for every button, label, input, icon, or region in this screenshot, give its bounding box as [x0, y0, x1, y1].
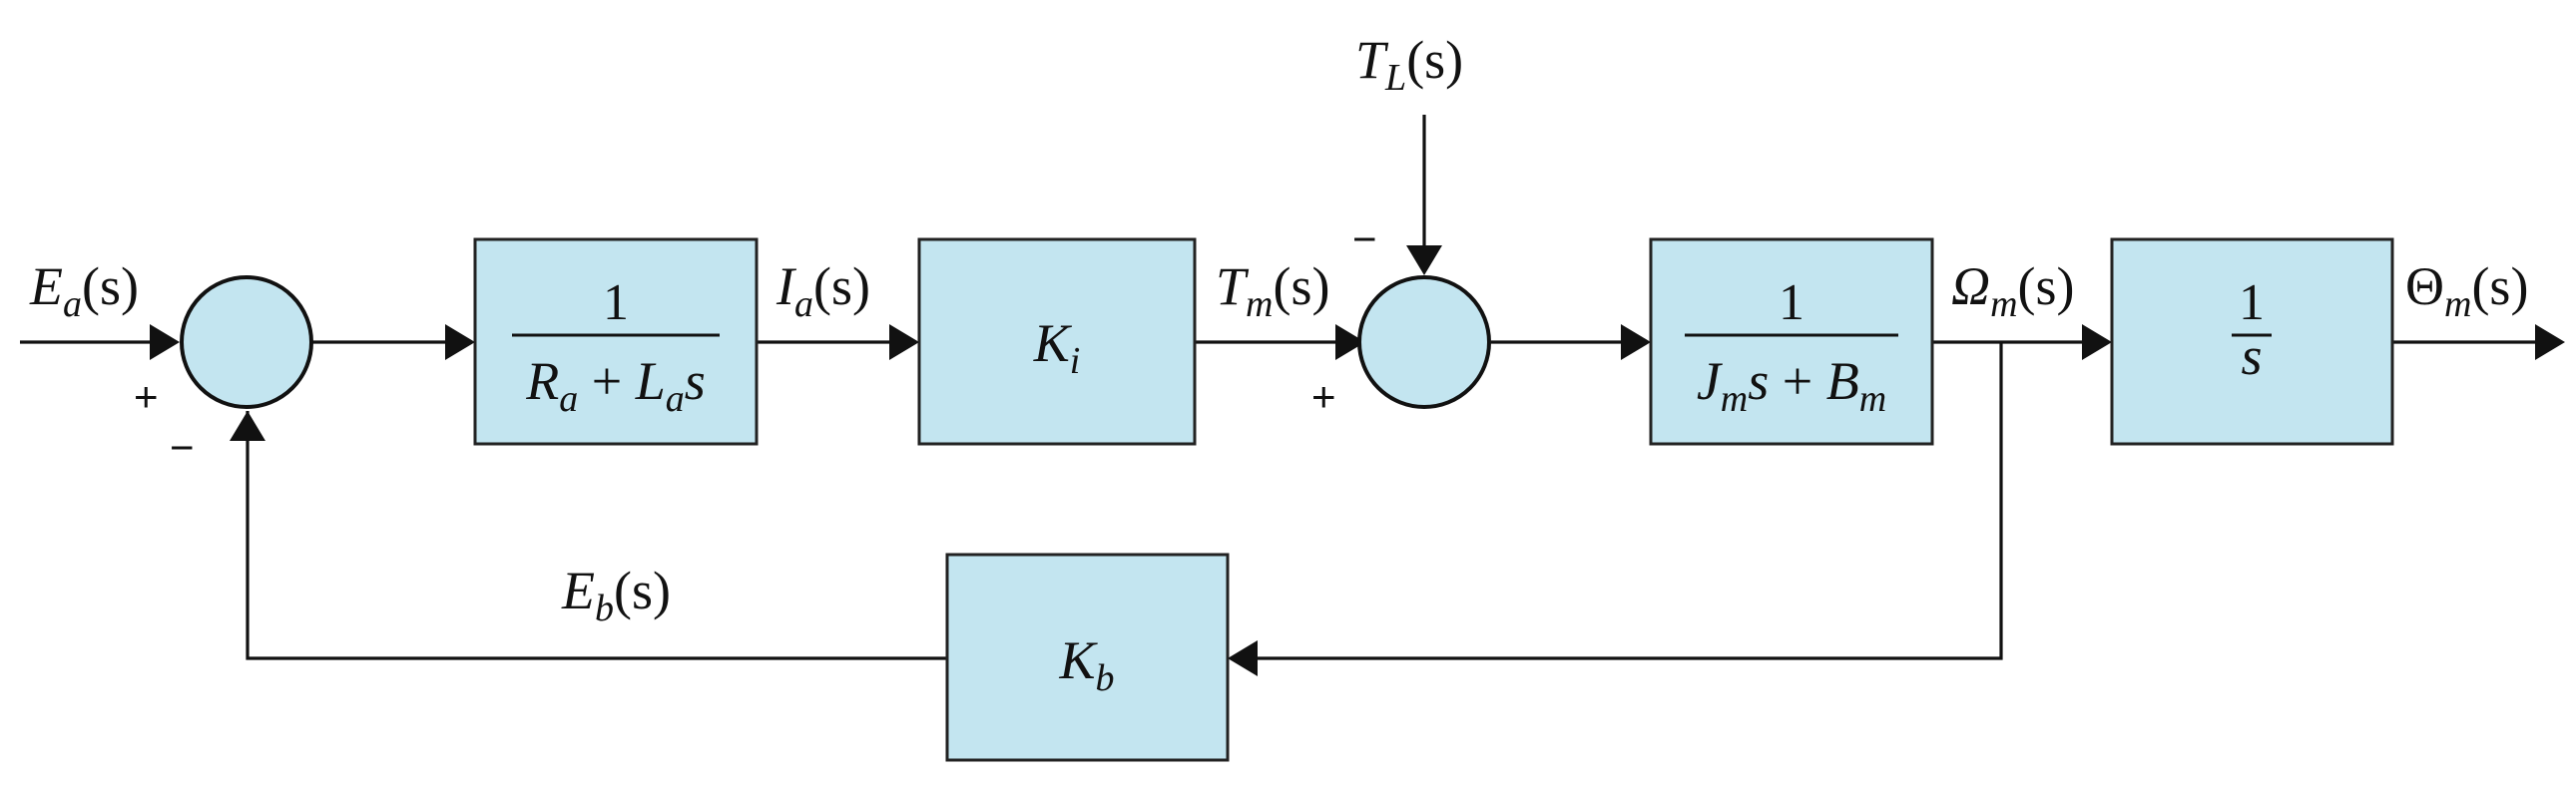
- arrowhead-integrator: [2082, 324, 2112, 360]
- signal-label-speed: Ωm(s): [1951, 256, 2075, 325]
- back-emf-block: [945, 553, 1230, 762]
- wire-feedback-tap: [1234, 342, 2003, 660]
- arrowhead-armature: [445, 324, 475, 360]
- arrowhead-sum2: [1335, 324, 1365, 360]
- sum2-minus-sign: −: [1352, 215, 1377, 262]
- mechanical-denominator: Jms + Bm: [1697, 351, 1886, 420]
- integrator-numerator: 1: [2239, 274, 2265, 331]
- mechanical-numerator: 1: [1779, 274, 1804, 331]
- armature-numerator: 1: [603, 274, 629, 331]
- arrowhead-input: [150, 324, 180, 360]
- signal-label-input: Ea(s): [29, 256, 139, 325]
- arrowhead-mechanical: [1621, 324, 1651, 360]
- integrator-block: [2110, 237, 2394, 446]
- arrowhead-load-torque: [1406, 245, 1442, 275]
- mechanical-transfer-function: 1 Jms + Bm: [1685, 274, 1898, 420]
- signal-label-motor-torque: Tm(s): [1216, 256, 1329, 325]
- signal-label-back-emf: Eb(s): [561, 561, 671, 629]
- sum1-plus-sign: +: [134, 373, 159, 420]
- torque-constant-label: Ki: [1033, 313, 1081, 382]
- signal-label-load-torque: TL(s): [1355, 30, 1463, 99]
- armature-denominator: Ra + Las: [525, 351, 706, 420]
- sum1-minus-sign: −: [170, 424, 195, 471]
- summing-junction-1: [180, 275, 313, 409]
- wire-feedback-return: [246, 411, 947, 660]
- back-emf-constant-label: Kb: [1058, 630, 1114, 699]
- summing-junction-2: [1357, 275, 1491, 409]
- arrowhead-sum1-feedback: [230, 411, 265, 441]
- mechanical-block: [1649, 237, 1934, 446]
- arrowhead-output: [2535, 324, 2565, 360]
- torque-constant-block: [917, 237, 1197, 446]
- armature-transfer-function: 1 Ra + Las: [512, 274, 720, 420]
- signal-wires: [20, 115, 2565, 676]
- signal-label-current: Ia(s): [775, 256, 870, 325]
- sum2-plus-sign: +: [1311, 373, 1336, 420]
- arrowhead-kb: [1228, 640, 1258, 676]
- integrator-denominator: s: [2241, 326, 2262, 386]
- armature-block: [473, 237, 759, 446]
- arrowhead-ki: [889, 324, 919, 360]
- integrator-transfer-function: 1 s: [2232, 274, 2272, 386]
- signal-label-angle: Θm(s): [2405, 256, 2528, 325]
